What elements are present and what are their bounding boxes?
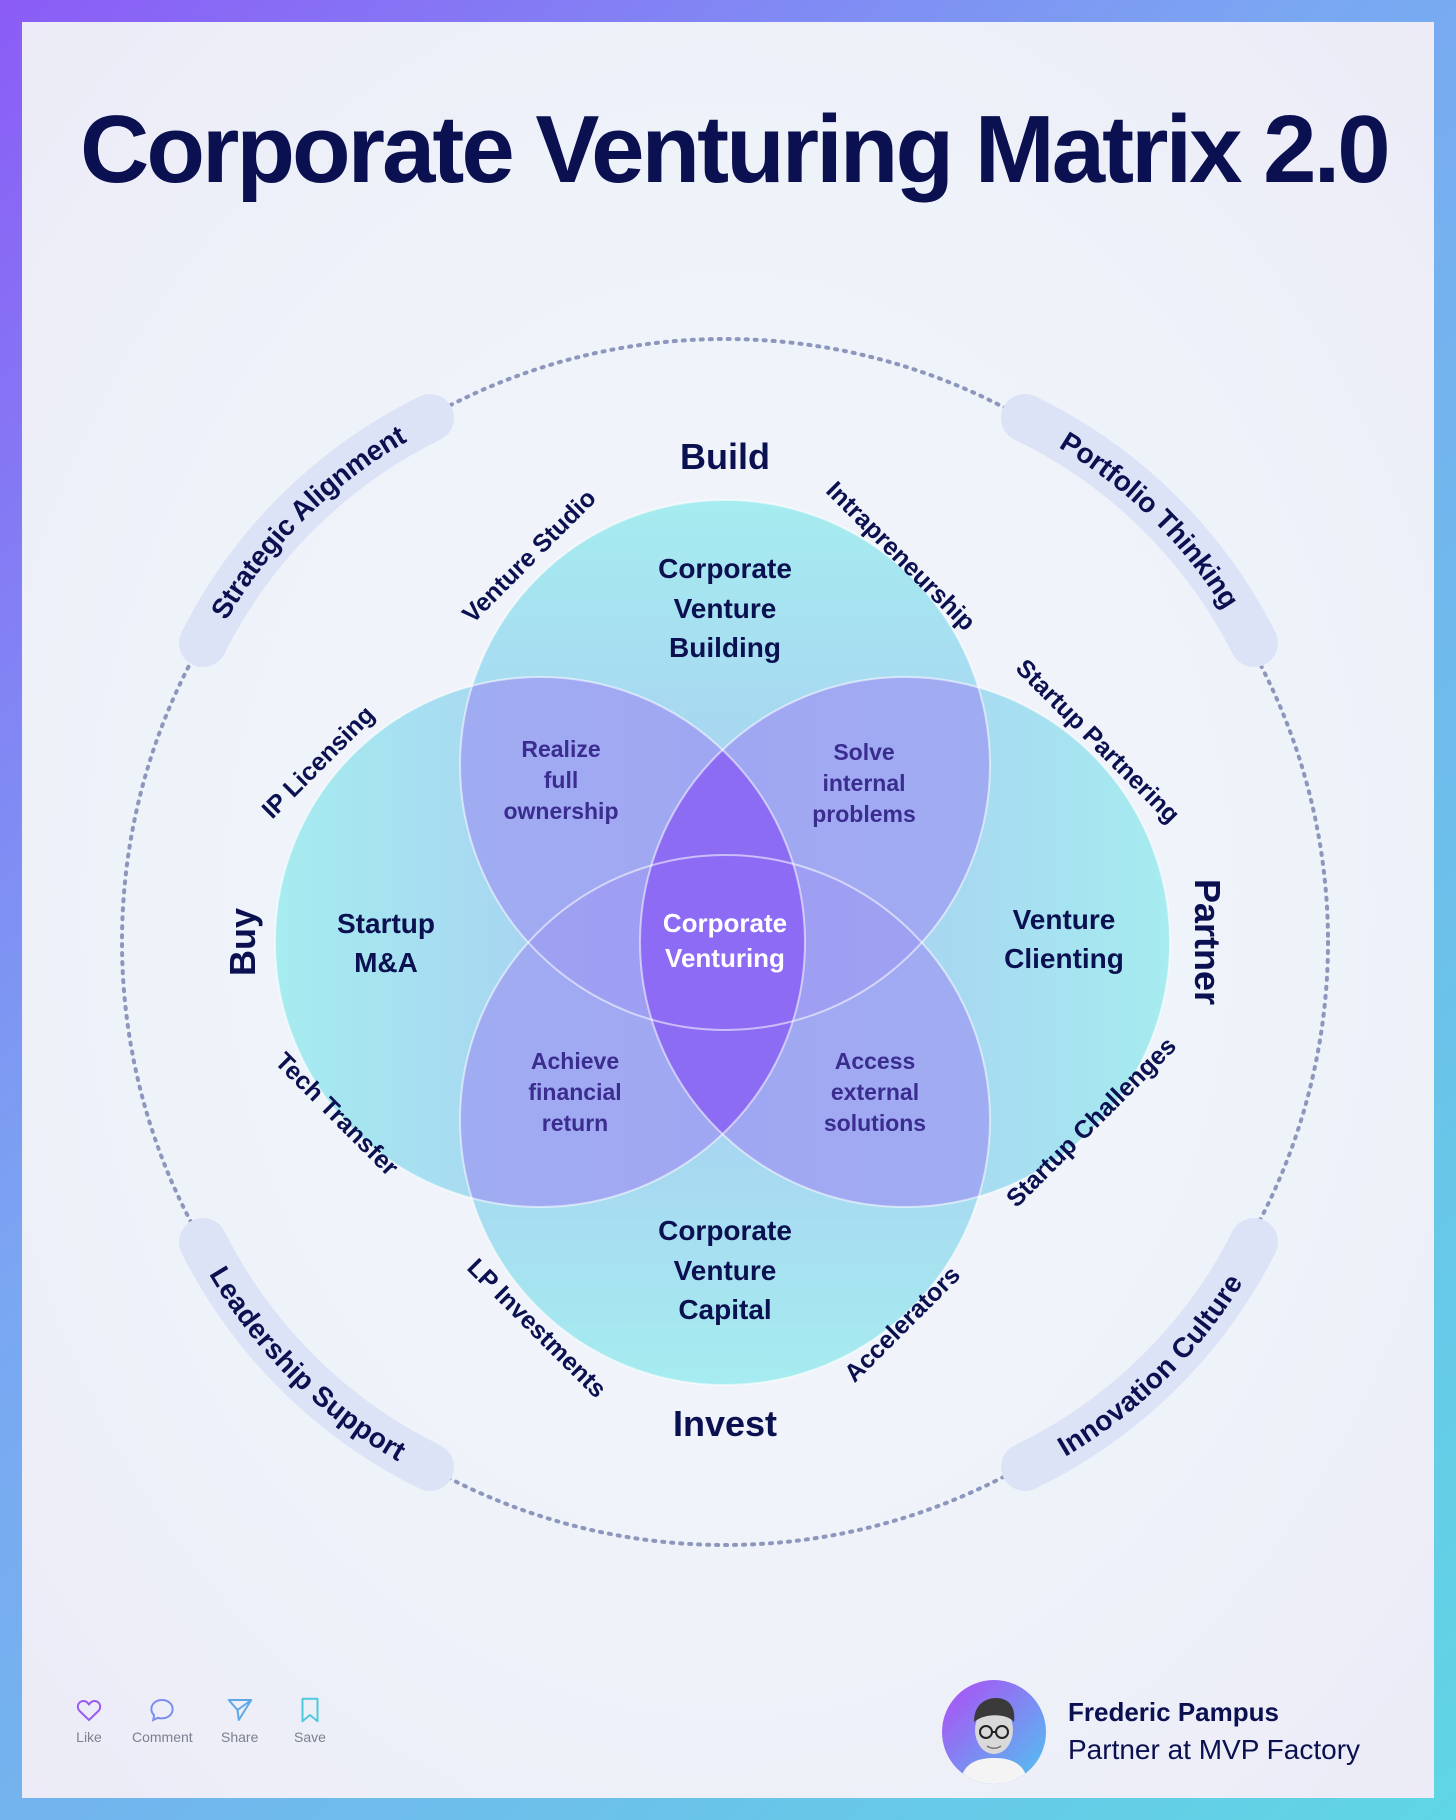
author-role: Partner at MVP Factory — [1068, 1734, 1361, 1765]
avatar — [942, 1680, 1046, 1784]
pill-portfolio-thinking — [1001, 394, 1278, 667]
overlap-label-buy-invest-1: Achieve — [531, 1048, 619, 1074]
overlap-label-build-buy-1: Realize — [521, 736, 600, 762]
overlap-label-build-partner-3: problems — [812, 801, 916, 827]
pill-leadership-support — [179, 1218, 454, 1491]
quadrant-invest: Invest — [673, 1403, 777, 1444]
outer-ring — [120, 337, 1330, 1547]
pill-innovation-culture — [1001, 1218, 1278, 1491]
quadrant-build: Build — [680, 436, 770, 477]
author-portrait — [960, 1698, 1028, 1784]
center-label-1: Corporate — [663, 908, 787, 938]
overlap-label-build-partner-2: internal — [822, 770, 905, 796]
pill-strategic-alignment — [179, 394, 454, 667]
circle-label-partner-1: Venture — [1013, 904, 1116, 935]
quadrant-buy: Buy — [222, 908, 263, 976]
page-title: Corporate Venturing Matrix 2.0 — [80, 96, 1391, 203]
heart-icon — [76, 1699, 102, 1722]
center-lens — [640, 677, 805, 1207]
circle-label-build-2: Venture — [674, 593, 777, 624]
circle-label-invest-3: Capital — [678, 1294, 771, 1325]
overlap-label-buy-invest-3: return — [542, 1110, 608, 1136]
like-button[interactable]: Like — [74, 1695, 104, 1745]
circle-label-partner-2: Clienting — [1004, 943, 1124, 974]
like-label: Like — [76, 1729, 102, 1745]
save-label: Save — [294, 1729, 326, 1745]
circle-label-build-3: Building — [669, 632, 781, 663]
overlap-partner-invest — [640, 855, 990, 1207]
enabler-leadership-support: Leadership Support — [204, 1261, 411, 1467]
author-name: Frederic Pampus — [1068, 1697, 1279, 1727]
enabler-portfolio-thinking: Portfolio Thinking — [1055, 425, 1246, 613]
overlap-label-partner-invest-2: external — [831, 1079, 919, 1105]
center-label-2: Venturing — [665, 943, 785, 973]
circle-label-buy-2: M&A — [354, 947, 418, 978]
overlap-label-build-partner-1: Solve — [833, 739, 894, 765]
share-label: Share — [221, 1729, 259, 1745]
overlap-label-partner-invest-3: solutions — [824, 1110, 926, 1136]
comment-icon — [150, 1698, 174, 1722]
enabler-innovation-culture: Innovation Culture — [1052, 1268, 1248, 1461]
comment-button[interactable]: Comment — [132, 1695, 193, 1745]
circle-label-invest-2: Venture — [674, 1255, 777, 1286]
circle-label-build-1: Corporate — [658, 553, 792, 584]
quadrant-partner: Partner — [1187, 879, 1228, 1005]
overlap-label-buy-invest-2: financial — [528, 1079, 621, 1105]
overlap-buy-invest — [460, 855, 805, 1207]
overlap-label-partner-invest-1: Access — [835, 1048, 916, 1074]
overlap-label-build-buy-3: ownership — [503, 798, 618, 824]
circle-label-invest-1: Corporate — [658, 1215, 792, 1246]
overlap-label-build-buy-2: full — [544, 767, 579, 793]
save-button[interactable]: Save — [294, 1695, 326, 1745]
share-icon — [227, 1699, 252, 1721]
comment-label: Comment — [132, 1729, 193, 1745]
share-button[interactable]: Share — [221, 1695, 258, 1745]
bookmark-icon — [301, 1697, 319, 1723]
enabler-strategic-alignment: Strategic Alignment — [204, 419, 410, 624]
circle-label-buy-1: Startup — [337, 908, 435, 939]
